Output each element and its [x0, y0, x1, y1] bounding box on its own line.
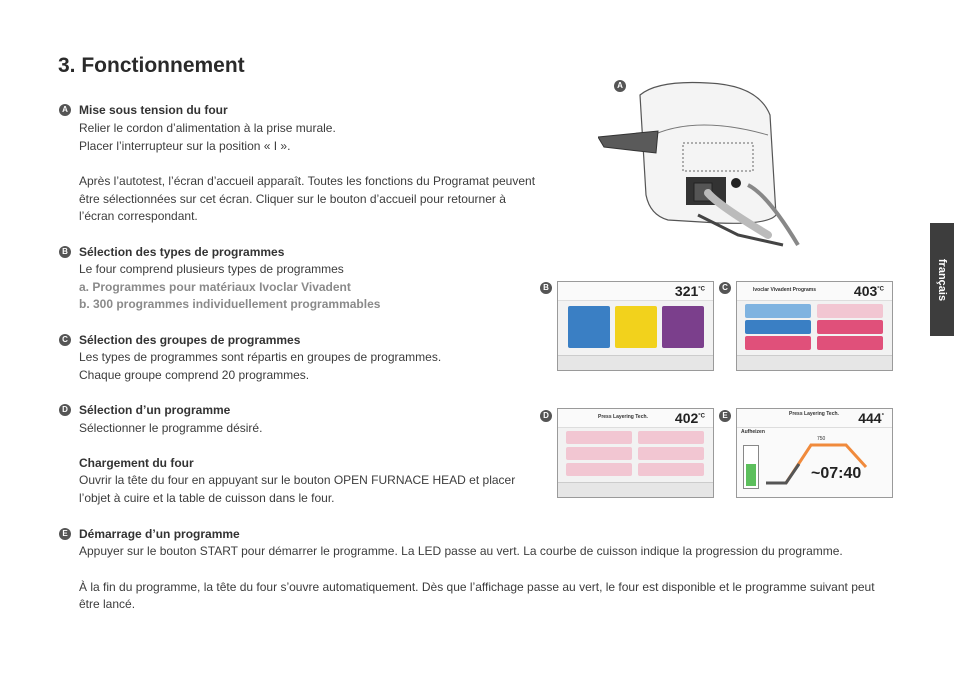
marker-d: D — [59, 404, 71, 416]
tile-group[interactable] — [817, 336, 883, 350]
section-d-sub-line: Ouvrir la tête du four en appuyant sur l… — [79, 473, 516, 487]
screen-program-running: Press Layering Tech. 444° Aufheizen 750 … — [736, 408, 893, 498]
progress-gauge — [743, 445, 759, 489]
tile-program[interactable] — [638, 447, 704, 460]
temperature-readout: 402°C — [674, 410, 705, 426]
screen-program-types: 321°C — [557, 281, 714, 371]
tile-program[interactable] — [638, 431, 704, 444]
screen-program-groups: Ivoclar Vivadent Programs 403°C — [736, 281, 893, 371]
tile-ivoclar-programs[interactable] — [568, 306, 610, 348]
tile-program[interactable] — [566, 463, 632, 476]
screen-top-bar — [737, 282, 892, 301]
screen-bottom-bar — [558, 482, 713, 497]
section-d-sub-line: l’objet à cuire et la table de cuisson d… — [79, 491, 335, 505]
section-e-line: être lancé. — [79, 597, 136, 611]
marker-c-figure: C — [719, 282, 731, 294]
temperature-readout: 403°C — [853, 283, 884, 299]
tile-program[interactable] — [566, 447, 632, 460]
marker-d-figure: D — [540, 410, 552, 422]
progress-gauge-fill — [746, 464, 756, 486]
marker-c: C — [59, 334, 71, 346]
section-c-line: Les types de programmes sont répartis en… — [79, 350, 442, 364]
tile-individual-programs[interactable] — [615, 306, 657, 348]
tile-group[interactable] — [817, 320, 883, 334]
language-label: français — [936, 258, 948, 301]
marker-e-figure: E — [719, 410, 731, 422]
section-b-heading: Sélection des types de programmes — [79, 245, 285, 259]
screen-top-bar — [558, 409, 713, 428]
marker-e: E — [59, 528, 71, 540]
screen-header: Ivoclar Vivadent Programs — [753, 287, 816, 293]
tile-other-programs[interactable] — [662, 306, 704, 348]
section-d-line: Sélectionner le programme désiré. — [79, 421, 263, 435]
section-a-line: Après l’autotest, l’écran d’accueil appa… — [79, 174, 536, 188]
screen-header: Press Layering Tech. — [598, 414, 648, 420]
marker-b: B — [59, 246, 71, 258]
firing-curve — [766, 443, 868, 485]
remaining-time: ~07:40 — [811, 465, 862, 482]
furnace-illustration — [598, 81, 800, 247]
tile-group[interactable] — [745, 336, 811, 350]
tile-group[interactable] — [745, 320, 811, 334]
screen-bottom-bar — [558, 355, 713, 370]
tile-program[interactable] — [638, 463, 704, 476]
section-d-sub-heading: Chargement du four — [79, 456, 194, 470]
section-b-sub-item: b. 300 programmes individuellement progr… — [79, 297, 381, 311]
temperature-readout: 444° — [858, 410, 884, 426]
marker-b-figure: B — [540, 282, 552, 294]
marker-a-figure: A — [614, 80, 626, 92]
section-a-heading: Mise sous tension du four — [79, 103, 228, 117]
screen-header: Press Layering Tech. — [789, 411, 839, 417]
temperature-readout: 321°C — [674, 283, 705, 299]
screen-program-selection: Press Layering Tech. 402°C — [557, 408, 714, 498]
section-c-heading: Sélection des groupes de programmes — [79, 333, 301, 347]
language-side-tab: français — [930, 223, 954, 336]
section-b-line: Le four comprend plusieurs types de prog… — [79, 262, 344, 276]
section-e-heading: Démarrage d’un programme — [79, 527, 240, 541]
section-b-sub-item: a. Programmes pour matériaux Ivoclar Viv… — [79, 280, 351, 294]
section-e-line: Appuyer sur le bouton START pour démarre… — [79, 544, 843, 558]
marker-a: A — [59, 104, 71, 116]
tile-group[interactable] — [745, 304, 811, 318]
section-a-line: être sélectionnées sur cet écran. Clique… — [79, 192, 506, 206]
section-a-line: Relier le cordon d’alimentation à la pri… — [79, 121, 336, 135]
section-d-heading: Sélection d’un programme — [79, 403, 231, 417]
section-c-line: Chaque groupe comprend 20 programmes. — [79, 368, 310, 382]
section-a-line: l’écran correspondant. — [79, 209, 198, 223]
tile-program[interactable] — [566, 431, 632, 444]
phase-label: Aufheizen — [741, 429, 765, 435]
section-a-line: Placer l’interrupteur sur la position « … — [79, 139, 291, 153]
section-e-line: À la fin du programme, la tête du four s… — [79, 580, 875, 594]
screen-bottom-bar — [737, 355, 892, 370]
screen-top-bar — [558, 282, 713, 301]
screen-top-bar — [737, 409, 892, 428]
curve-temp-label: 750 — [817, 436, 826, 442]
page-title: 3. Fonctionnement — [58, 54, 245, 77]
tile-group[interactable] — [817, 304, 883, 318]
